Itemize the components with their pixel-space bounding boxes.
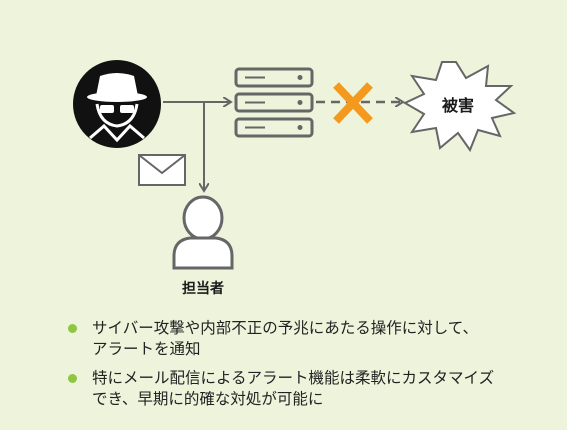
person-icon: [172, 195, 234, 270]
damage-label: 被害: [442, 96, 474, 115]
explosion-burst-icon: 被害: [402, 61, 517, 153]
bullet-dot: [68, 324, 77, 333]
alert-flow-diagram: 被害 担当者: [73, 60, 517, 297]
envelope-icon: [138, 154, 186, 186]
hacker-icon: [73, 60, 161, 148]
x-mark-icon: [333, 82, 373, 124]
bullet-item: サイバー攻撃や内部不正の予兆にあたる操作に対して、 アラートを通知: [68, 318, 548, 360]
bullet-line: でき、早期に的確な対処が可能に: [92, 390, 324, 408]
server-icon: [234, 67, 314, 138]
bullet-line: サイバー攻撃や内部不正の予兆にあたる操作に対して、: [92, 319, 478, 337]
person-label: 担当者: [182, 280, 224, 297]
bullet-list: サイバー攻撃や内部不正の予兆にあたる操作に対して、 アラートを通知 特にメール配…: [68, 318, 548, 418]
bullet-line: アラートを通知: [92, 340, 201, 358]
bullet-dot: [68, 374, 77, 383]
bullet-item: 特にメール配信によるアラート機能は柔軟にカスタマイズ でき、早期に的確な対処が可…: [68, 368, 548, 410]
bullet-line: 特にメール配信によるアラート機能は柔軟にカスタマイズ: [92, 369, 495, 387]
